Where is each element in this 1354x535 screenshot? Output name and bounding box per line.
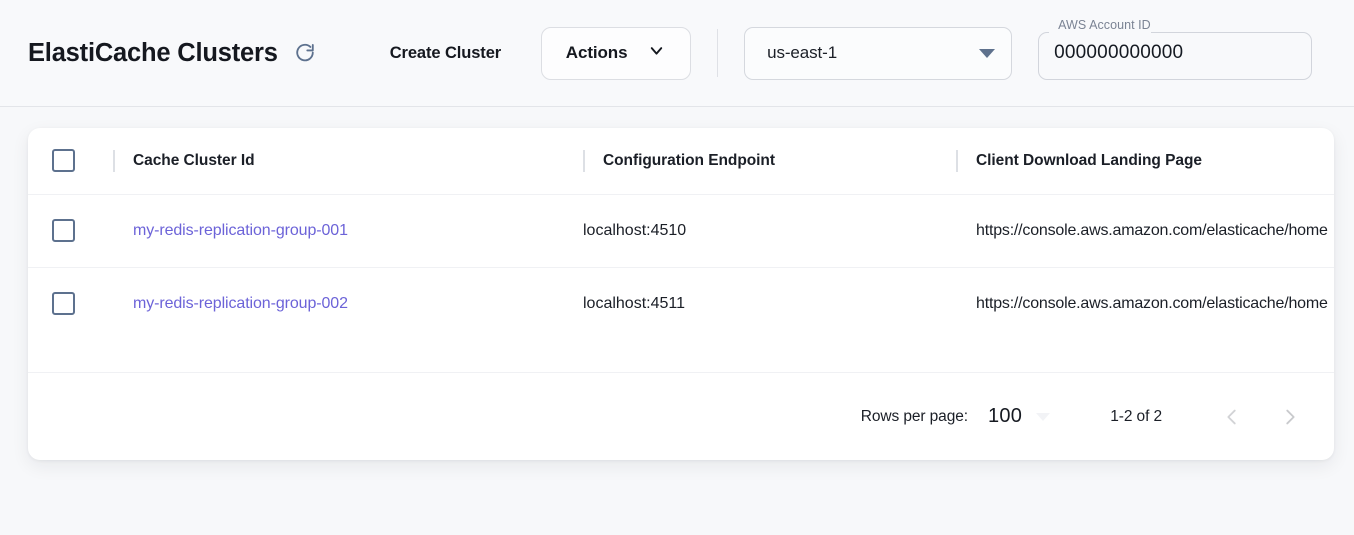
cell-cache-cluster-id: my-redis-replication-group-001 [113,193,583,267]
previous-page-button[interactable] [1210,395,1254,439]
create-cluster-button[interactable]: Create Cluster [384,36,507,71]
rows-per-page-value: 100 [987,405,1023,427]
cluster-id-link[interactable]: my-redis-replication-group-002 [133,294,348,312]
select-all-header [28,128,113,194]
column-header-label: Configuration Endpoint [603,151,775,169]
column-header-configuration-endpoint[interactable]: Configuration Endpoint [583,128,956,194]
content-area: Cache Cluster Id Configuration Endpoint … [0,107,1354,460]
landing-page-url: https://console.aws.amazon.com/elasticac… [976,294,1328,312]
caret-down-icon [979,48,996,58]
column-header-client-download-landing-page[interactable]: Client Download Landing Page [956,128,1334,194]
column-header-label: Cache Cluster Id [133,151,255,169]
select-all-checkbox[interactable] [52,149,75,173]
header-divider [717,29,719,77]
region-select[interactable]: us-east-1 [744,26,1013,80]
row-checkbox[interactable] [52,219,75,242]
cell-client-download-landing-page: https://console.aws.amazon.com/elasticac… [956,193,1334,267]
column-resize-handle[interactable] [956,149,958,172]
caret-down-icon [1036,412,1051,421]
table-row[interactable]: my-redis-replication-group-002 localhost… [28,266,1334,340]
app-header: ElastiCache Clusters Create Cluster Acti… [0,0,1354,107]
table-pagination: Rows per page: 100 1-2 of 2 [28,372,1334,460]
aws-account-id-input[interactable] [1038,26,1313,80]
rows-per-page-label: Rows per page: [860,407,968,425]
region-select-value: us-east-1 [767,43,838,62]
table-row[interactable]: my-redis-replication-group-001 localhost… [28,193,1334,267]
row-select-cell [28,266,113,340]
rows-per-page-select[interactable]: 100 [987,405,1051,428]
page-title: ElastiCache Clusters [28,38,278,67]
landing-page-url: https://console.aws.amazon.com/elasticac… [976,221,1328,239]
table-body: my-redis-replication-group-001 localhost… [28,193,1334,340]
row-checkbox[interactable] [52,292,75,316]
pagination-range: 1-2 of 2 [1110,407,1162,425]
column-header-cache-cluster-id[interactable]: Cache Cluster Id [113,128,583,194]
actions-button-label: Actions [565,43,628,62]
column-header-label: Client Download Landing Page [976,151,1202,169]
cell-configuration-endpoint: localhost:4510 [583,193,956,267]
row-select-cell [28,193,113,267]
actions-button[interactable]: Actions [541,26,692,80]
column-resize-handle[interactable] [113,149,115,172]
cluster-id-link[interactable]: my-redis-replication-group-001 [133,221,348,239]
refresh-icon [294,42,316,64]
table-header-row: Cache Cluster Id Configuration Endpoint … [28,128,1334,194]
clusters-table: Cache Cluster Id Configuration Endpoint … [28,128,1334,340]
column-resize-handle[interactable] [583,149,585,172]
cell-configuration-endpoint: localhost:4511 [583,266,956,340]
next-page-button[interactable] [1268,395,1312,439]
chevron-down-icon [647,41,666,65]
aws-account-id-field[interactable]: AWS Account ID AWS Account ID [1038,18,1313,80]
table-header: Cache Cluster Id Configuration Endpoint … [28,128,1334,194]
chevron-left-icon [1221,406,1243,428]
cell-client-download-landing-page: https://console.aws.amazon.com/elasticac… [956,266,1334,340]
clusters-card: Cache Cluster Id Configuration Endpoint … [28,128,1334,460]
chevron-right-icon [1279,406,1301,428]
refresh-button[interactable] [288,36,322,70]
cell-cache-cluster-id: my-redis-replication-group-002 [113,266,583,340]
